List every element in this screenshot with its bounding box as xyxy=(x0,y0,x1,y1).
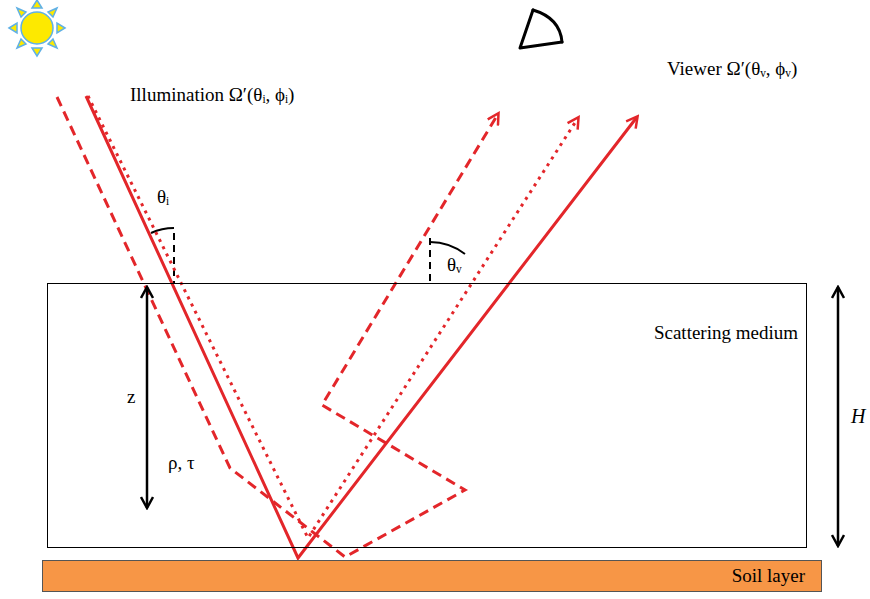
angle-label: θᵢ xyxy=(157,186,169,209)
node-text: Soil layer xyxy=(732,565,805,588)
dotted-ray xyxy=(88,96,578,538)
angle-label: θᵥ xyxy=(447,254,462,277)
depth-arrow xyxy=(146,287,149,508)
height-label: H xyxy=(851,404,865,428)
node-text: Scattering medium xyxy=(654,322,798,345)
solid-ray xyxy=(86,96,637,558)
dashed-ray xyxy=(57,97,498,557)
height-arrow xyxy=(837,287,840,546)
normal-line xyxy=(429,238,431,285)
sun-icon xyxy=(9,0,65,56)
medium-box: Scattering medium xyxy=(47,283,807,548)
angle-arc xyxy=(151,228,174,233)
angle-arc xyxy=(430,242,465,254)
depth-label: z xyxy=(127,386,135,409)
illumination-label: Illumination Ω′(θᵢ, ϕᵢ) xyxy=(130,84,294,107)
soil-band: Soil layer xyxy=(42,560,822,592)
normal-line xyxy=(173,233,175,283)
viewer-label: Viewer Ω′(θᵥ, ϕᵥ) xyxy=(667,58,797,81)
optical-property-label: ρ, τ xyxy=(168,452,195,475)
viewer-eye-icon xyxy=(520,10,562,48)
